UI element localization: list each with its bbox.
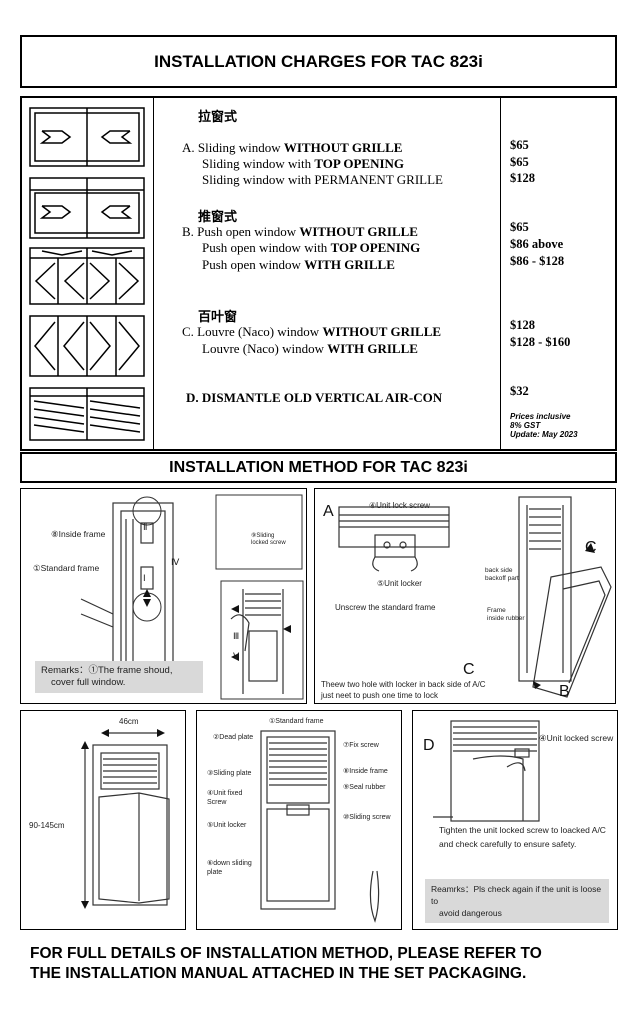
- charges-title-text: INSTALLATION CHARGES FOR TAC 823i: [154, 51, 483, 71]
- install-step-panel-2: A ④Unit lock screw ⑤Unit locker Unscrew …: [314, 488, 616, 704]
- step-letter-c-bottom: C: [463, 661, 475, 678]
- table-divider-left: [153, 98, 154, 449]
- label-unscrew: Unscrew the standard frame: [335, 603, 436, 612]
- charges-title: INSTALLATION CHARGES FOR TAC 823i: [20, 35, 617, 88]
- row-d: D. DISMANTLE OLD VERTICAL AIR-CON: [186, 390, 443, 405]
- sliding-window-icon: [29, 107, 145, 167]
- roman-4: Ⅳ: [171, 557, 180, 567]
- row-a1: A. Sliding window WITHOUT GRILLE: [182, 140, 403, 155]
- footer-line-1: FOR FULL DETAILS OF INSTALLATION METHOD,…: [30, 945, 542, 962]
- louvre-window-icon: [29, 387, 145, 441]
- roman-3: Ⅲ: [233, 631, 240, 641]
- row-c1: C. Louvre (Naco) window WITHOUT GRILLE: [182, 324, 442, 339]
- label-standard-frame: ①Standard frame: [33, 563, 100, 573]
- panel2-caption: Theew two hole with locker in back side …: [321, 680, 486, 700]
- label-inside-frame-4: ⑧Inside frame: [343, 768, 388, 775]
- price-c1: $128: [510, 318, 535, 332]
- label-sliding-screw: ⑩Sliding screw: [343, 814, 391, 821]
- label-unit-locked-screw: ④Unit locked screw: [539, 733, 614, 743]
- price-a1: $65: [510, 138, 529, 152]
- method-title: INSTALLATION METHOD FOR TAC 823i: [20, 452, 617, 483]
- row-a2: Sliding window with TOP OPENING: [202, 156, 405, 171]
- row-a3: Sliding window with PERMANENT GRILLE: [202, 172, 443, 187]
- price-a2: $65: [510, 155, 529, 169]
- row-c2: Louvre (Naco) window WITH GRILLE: [202, 341, 418, 356]
- install-step-panel-3: 46cm 90-145cm: [20, 710, 186, 930]
- step-letter-c-top: C: [585, 539, 597, 556]
- unit-locker-illustration: [338, 496, 612, 698]
- price-a3: $128: [510, 171, 535, 185]
- section-b-cn-title: 推窗式: [198, 209, 238, 224]
- price-d: $32: [510, 384, 529, 398]
- price-c2: $128 - $160: [510, 335, 571, 349]
- row-b1: B. Push open window WITHOUT GRILLE: [182, 224, 418, 239]
- charges-table: 拉窗式 A. Sliding window WITHOUT GRILLE Sli…: [20, 96, 617, 451]
- label-dead-plate: ②Dead plate: [213, 734, 254, 741]
- label-unit-locker-4: ⑤Unit locker: [207, 822, 247, 829]
- step-letter-a: A: [323, 503, 334, 520]
- step-letter-b: B: [559, 683, 570, 700]
- label-unit-locker: ⑤Unit locker: [377, 579, 422, 588]
- label-inside-frame: ⑧Inside frame: [51, 529, 106, 539]
- method-title-text: INSTALLATION METHOD FOR TAC 823i: [169, 458, 468, 476]
- row-b2: Push open window with TOP OPENING: [202, 240, 421, 255]
- roman-1: Ⅰ: [143, 573, 146, 583]
- footer-note: FOR FULL DETAILS OF INSTALLATION METHOD,…: [30, 944, 620, 984]
- window-type-icons: [29, 107, 145, 441]
- unit-locked-screw-illustration: [433, 720, 540, 822]
- roman-2: Ⅱ: [143, 522, 148, 532]
- dimension-illustration: [81, 729, 170, 909]
- push-window-icon: [29, 247, 145, 305]
- price-note: Prices inclusive 8% GST Update: May 2023: [510, 412, 578, 439]
- roman-5: Ⅴ: [233, 651, 240, 661]
- panel5-instruction: Tighten the unit locked screw to loacked…: [439, 825, 606, 849]
- step-letter-d: D: [423, 737, 435, 754]
- label-height: 90-145cm: [29, 821, 65, 830]
- label-fix-screw: ⑦Fix screw: [343, 742, 379, 749]
- push-full-window-icon: [29, 315, 145, 377]
- label-seal-rubber: ⑨Seal rubber: [343, 784, 386, 791]
- parts-exploded-illustration: [260, 730, 380, 923]
- sliding-top-window-icon: [29, 177, 145, 239]
- price-b2: $86 above: [510, 237, 564, 251]
- price-b1: $65: [510, 220, 529, 234]
- label-width: 46cm: [119, 717, 139, 726]
- table-divider-right: [500, 98, 501, 449]
- label-unit-lock-screw: ④Unit lock screw: [369, 501, 430, 510]
- footer-line-2: THE INSTALLATION MANUAL ATTACHED IN THE …: [30, 965, 527, 982]
- frame-illustration-1: [80, 494, 304, 700]
- label-sliding-plate: ③Sliding plate: [207, 770, 252, 777]
- section-a-cn-title: 拉窗式: [198, 109, 238, 124]
- label-standard-frame-4: ①Standard frame: [269, 718, 324, 725]
- row-b3: Push open window WITH GRILLE: [202, 257, 395, 272]
- section-c-cn-title: 百叶窗: [198, 309, 238, 324]
- install-step-panel-5: D ④Unit locked screw Tighten the unit lo…: [412, 710, 618, 930]
- install-step-panel-4: ①Standard frame ②Dead plate ⑦Fix screw ③…: [196, 710, 402, 930]
- panel5-remark: Reamrks：Pls check again if the unit is l…: [425, 879, 609, 923]
- price-b3: $86 - $128: [510, 254, 565, 268]
- panel1-remarks: Remarks：①The frame shoud, cover full win…: [35, 661, 203, 693]
